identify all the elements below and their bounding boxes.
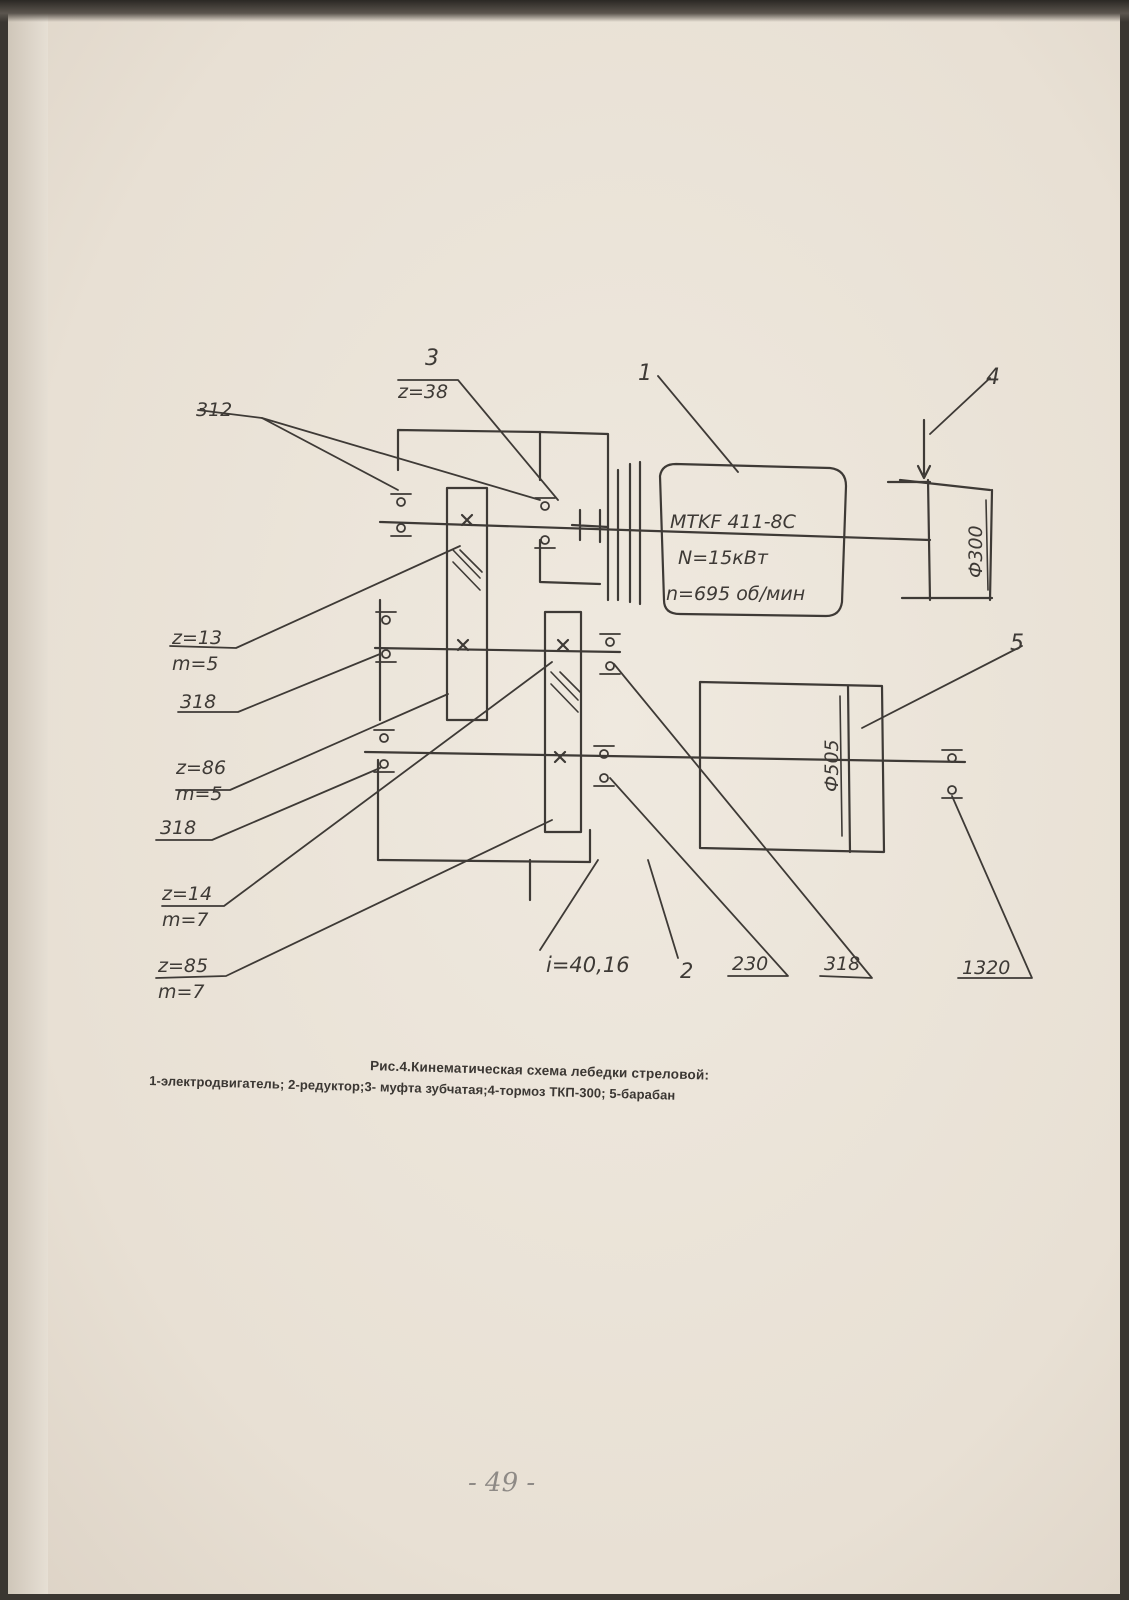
motor-model: MTKF 411-8C (670, 511, 797, 533)
gear-hatch-2 (550, 671, 581, 713)
coupling-bracket (538, 538, 602, 586)
gear2-module: m=5 (176, 783, 223, 805)
page-number: - 49 - (468, 1468, 536, 1498)
gear1-teeth: z=13 (171, 627, 222, 649)
drum-diameter: Ф505 (821, 739, 843, 792)
gear4-module: m=7 (158, 981, 205, 1003)
winding-drum (698, 680, 886, 854)
gear-ratio: i=40,16 (546, 953, 630, 977)
reducer-housing-top (396, 428, 610, 602)
reducer-housing-bottom (376, 758, 592, 864)
cross-mark-4 (553, 750, 567, 764)
gear4-teeth: z=85 (157, 955, 208, 977)
bearing-230: 230 (732, 953, 768, 975)
bearing-318-a: 318 (180, 691, 216, 713)
cross-mark-3 (556, 638, 570, 652)
gear-coupling (570, 508, 610, 544)
output-shaft-line (363, 750, 967, 764)
gear-wheel-2 (543, 610, 583, 834)
electric-motor (658, 462, 848, 618)
label-brake-number: 4 (986, 365, 1000, 390)
motor-speed: n=695 об/мин (666, 583, 805, 605)
intermediate-shaft-line (373, 646, 622, 654)
bearing-1320: 1320 (962, 957, 1010, 979)
cross-mark-2 (456, 638, 470, 652)
gear3-module: m=7 (162, 909, 209, 931)
gear1-module: m=5 (172, 653, 219, 675)
bearing-318-c: 318 (824, 953, 860, 975)
brake-arrow (916, 418, 932, 480)
gear3-teeth: z=14 (161, 883, 212, 905)
motor-power: N=15кВт (678, 547, 769, 569)
label-motor-number: 1 (638, 361, 652, 386)
document-page (8, 10, 1120, 1594)
gear-hatch-1 (452, 549, 483, 591)
gear-wheel-1 (445, 486, 489, 722)
brake-dim-line (985, 499, 989, 591)
label-drum-number: 5 (1010, 631, 1024, 656)
label-coupling-number: 3 (425, 346, 439, 371)
gear2-teeth: z=86 (175, 757, 226, 779)
brake-drum (898, 478, 994, 602)
label-coupling-teeth: z=38 (397, 381, 448, 403)
motor-flange (616, 460, 642, 606)
brake-diameter: Ф300 (965, 525, 987, 578)
drum-dim-line (839, 695, 843, 837)
top-edge-shadow (0, 0, 1129, 22)
drum-flange (846, 684, 852, 854)
cross-mark-1 (460, 513, 474, 527)
binding-gutter (8, 10, 48, 1594)
label-reducer-number: 2 (680, 959, 693, 983)
label-bearing-312: 312 (196, 399, 232, 421)
bearing-318-b: 318 (160, 817, 196, 839)
